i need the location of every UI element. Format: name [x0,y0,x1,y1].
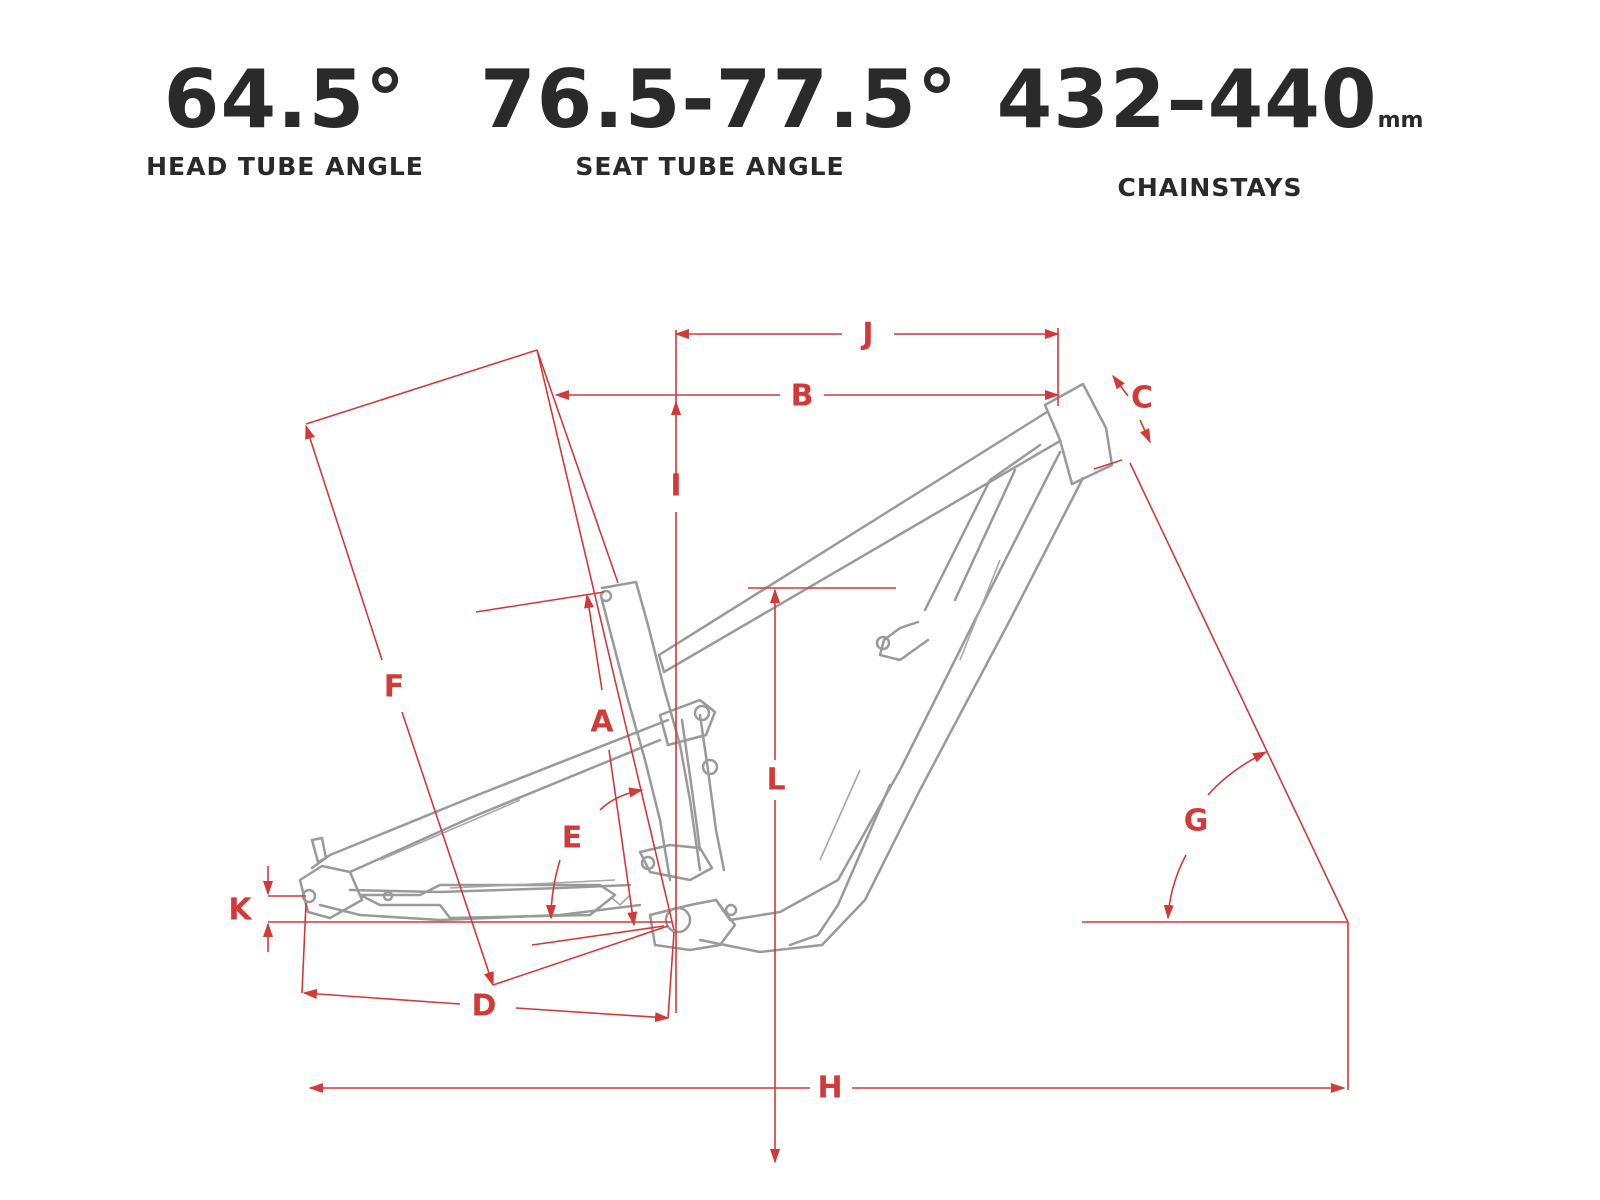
dim-label-b: B [791,379,814,414]
lower-link [638,843,714,882]
bb-bolt [724,903,738,917]
dim-label-c: C [1131,381,1153,416]
rear-dropout [298,864,364,920]
dim-e-lower-arrow [545,859,561,920]
head-tube-angle-stat: 64.5° HEAD TUBE ANGLE [120,52,450,181]
shock-mount [878,620,930,662]
seatstay-detail [379,799,521,861]
dim-label-j: J [860,317,873,352]
shock-mount-bolt [875,635,891,651]
seat-tube-rear [600,598,672,882]
bb-drop-line-2 [492,925,669,986]
dim-f-top-edge [305,349,538,425]
chainstays-unit: mm [1377,108,1424,133]
seat-tube-angle-value: 76.5-77.5° [480,53,958,146]
dim-d-left-arrow [302,988,461,1005]
bike-frame-drawing [298,382,1114,954]
dim-c-bottom-arrow [1139,419,1151,444]
dim-g-lower-arrow [1163,854,1187,920]
chainstays-label: CHAINSTAYS [1117,173,1303,202]
rocker-pivot [693,704,711,722]
chainstays-stat: 432–440mm CHAINSTAYS [990,52,1430,202]
top-tube [657,410,1062,674]
down-tube-guard [788,783,892,947]
frame-brace [923,443,1042,612]
dim-label-e: E [562,821,583,856]
bb-drop-line-1 [531,925,665,946]
dimension-letters: J B C I F A E L G K D H [228,317,1208,1106]
seat-tube-front [600,580,702,872]
dim-label-d: D [472,989,497,1024]
chainstay-ridge [449,879,616,889]
dim-a-lower-arrow [608,749,638,927]
dim-g-fork-line [1129,462,1349,923]
chainstay-upper [348,883,632,894]
shock-bolt [701,758,719,776]
brake-mount [310,836,328,864]
chainstays-value: 432–440mm [996,53,1424,146]
seat-tube-angle-label: SEAT TUBE ANGLE [575,152,845,181]
dim-c-base [1093,459,1123,470]
head-tube-angle-label: HEAD TUBE ANGLE [146,152,424,181]
dim-label-h: H [817,1071,842,1106]
dim-label-g: G [1184,804,1209,839]
dim-a-top-line [475,591,605,613]
dim-label-k: K [228,893,253,928]
chainstay-bolt [382,890,394,902]
dim-e-upper-arrow [599,787,644,811]
dim-label-a: A [590,705,614,740]
bottom-bracket-area [648,898,737,952]
dim-d-right-tick [667,931,675,1019]
dim-a-upper-arrow [584,593,603,691]
dim-d-left-tick [301,902,307,994]
dim-label-f: F [384,670,405,705]
dim-label-l: L [766,763,785,798]
dim-c-top-arrow [1112,374,1129,397]
head-tube [1043,382,1114,486]
rear-shock [680,713,726,872]
dim-g-upper-arrow [1207,751,1268,796]
down-tube-top-edge [714,450,1062,922]
rocker-link [658,698,717,747]
down-tube-bottom-edge [698,476,1085,954]
dim-label-i: I [670,469,681,504]
chainstay-yoke-mark [611,894,631,907]
seatstay-lower [348,738,662,874]
down-tube-detail [819,559,1001,861]
chainstay-guard [358,883,617,920]
head-tube-angle-value: 64.5° [163,53,407,146]
seat-clamp-bolt [599,589,613,603]
dim-f-right-edge [536,349,619,584]
dimension-lines [262,328,1349,1164]
seat-tube-angle-stat: 76.5-77.5° SEAT TUBE ANGLE [480,52,958,181]
dim-d-right-arrow [515,1007,670,1023]
dim-f-upper-arrow [305,424,383,661]
chainstay-lower [318,903,642,922]
lower-link-pivot [640,855,656,871]
dim-f-lower-arrow [401,711,494,987]
steering-axis-line [536,349,675,931]
